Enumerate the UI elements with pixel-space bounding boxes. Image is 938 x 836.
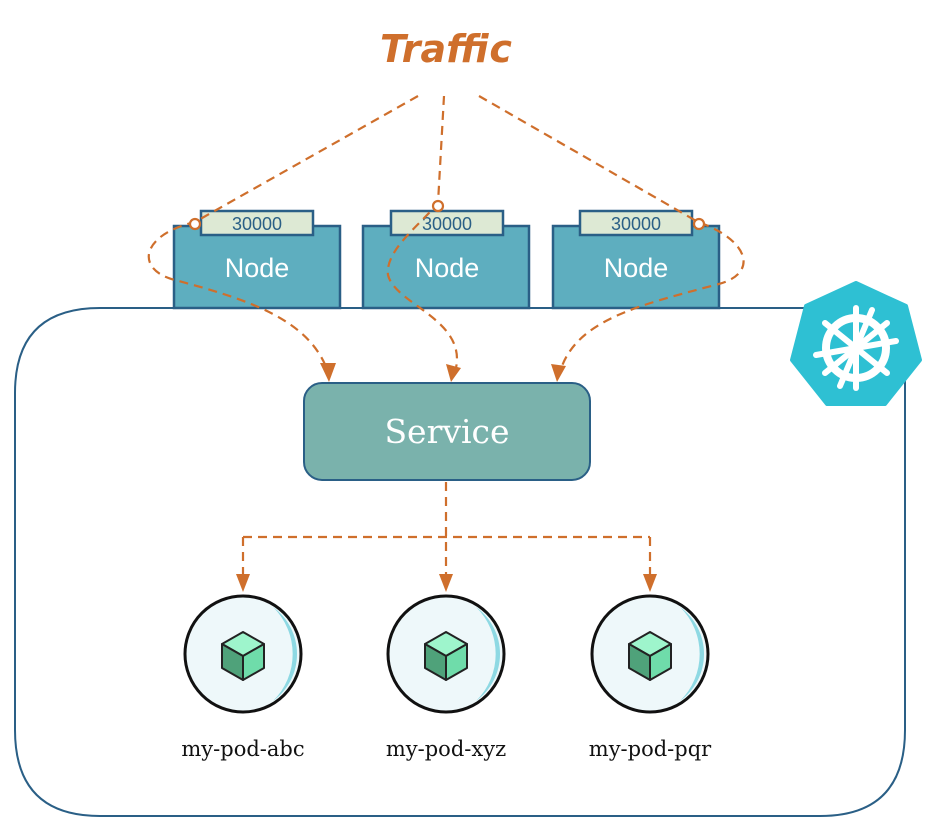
port-entry-marker (188, 217, 202, 231)
node-port-box (578, 209, 694, 237)
traffic-flow-left (147, 95, 419, 373)
pod-xyz[interactable] (386, 594, 506, 714)
pod-label: my-pod-abc (181, 737, 304, 761)
kubernetes-logo (790, 281, 922, 406)
arrowhead-icon (320, 363, 336, 382)
pod-label: my-pod-pqr (589, 737, 712, 761)
cube-icon (221, 631, 265, 681)
traffic-flow-right (478, 95, 745, 373)
pod-abc[interactable] (183, 594, 303, 714)
node-label: Node (225, 253, 290, 283)
kubernetes-helm-icon (813, 305, 899, 391)
arrowhead-icon (551, 364, 566, 382)
cube-icon (424, 631, 468, 681)
node-label: Node (415, 253, 480, 283)
arrowhead-icon (643, 574, 657, 592)
node-port-label: 30000 (422, 214, 472, 234)
pod-label: my-pod-xyz (386, 737, 506, 761)
service-label: Service (384, 412, 509, 451)
node-label: Node (604, 253, 669, 283)
node-1[interactable]: 30000 Node (172, 209, 342, 310)
traffic-flow-middle (386, 95, 459, 373)
port-entry-marker (692, 217, 706, 231)
node-port-label: 30000 (611, 214, 661, 234)
pod-pqr[interactable] (590, 594, 710, 714)
service-box[interactable]: Service (303, 382, 591, 481)
arrowhead-icon (439, 574, 453, 592)
node-box (172, 224, 342, 310)
cube-icon (628, 631, 672, 681)
port-entry-marker (431, 199, 445, 213)
node-port-box (389, 209, 505, 237)
node-box (361, 224, 531, 310)
traffic-title: Traffic (380, 27, 512, 71)
node-2[interactable]: 30000 Node (361, 209, 531, 310)
arrowhead-icon (236, 574, 250, 592)
arrowhead-icon (446, 364, 461, 382)
node-port-label: 30000 (232, 214, 282, 234)
